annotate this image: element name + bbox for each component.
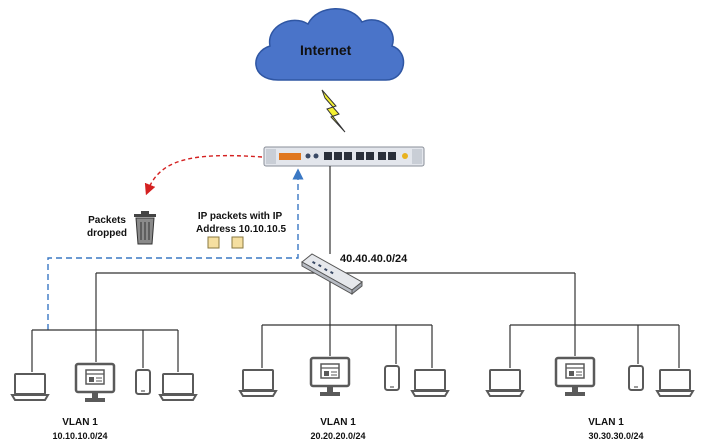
phone-icon	[135, 369, 151, 395]
phone-icon	[384, 365, 400, 391]
phone-icon	[628, 365, 644, 391]
vlan-subnet-label: 30.30.30.0/24	[588, 431, 644, 441]
laptop-icon	[239, 369, 277, 397]
drop-arrow	[144, 154, 263, 196]
switch-subnet-label: 40.40.40.0/24	[340, 253, 408, 265]
laptop-icon	[159, 373, 197, 401]
vlan-name-label: VLAN 1	[588, 417, 624, 428]
laptop-icon	[11, 373, 49, 401]
lightning-icon	[321, 89, 346, 133]
vlan-subnet-label: 10.10.10.0/24	[52, 431, 108, 441]
laptop-icon	[486, 369, 524, 397]
desktop-icon	[309, 356, 351, 398]
internet-cloud	[255, 8, 405, 81]
desktop-icon	[554, 356, 596, 398]
laptop-icon	[411, 369, 449, 397]
firewall-appliance-icon	[263, 146, 425, 167]
laptop-icon	[656, 369, 694, 397]
packet-icon	[207, 236, 220, 249]
vlan-subnet-label: 20.20.20.0/24	[310, 431, 366, 441]
trash-icon	[134, 211, 156, 245]
switch-icon	[301, 253, 363, 296]
packets-dropped-label: Packets dropped	[87, 215, 127, 239]
internet-label: Internet	[300, 42, 352, 58]
ip-packets-label: IP packets with IP Address 10.10.10.5	[196, 211, 287, 235]
packet-icon	[231, 236, 244, 249]
return-path-arrow	[47, 168, 304, 330]
vlan-name-label: VLAN 1	[62, 417, 98, 428]
vlan-name-label: VLAN 1	[320, 417, 356, 428]
desktop-icon	[74, 362, 116, 404]
